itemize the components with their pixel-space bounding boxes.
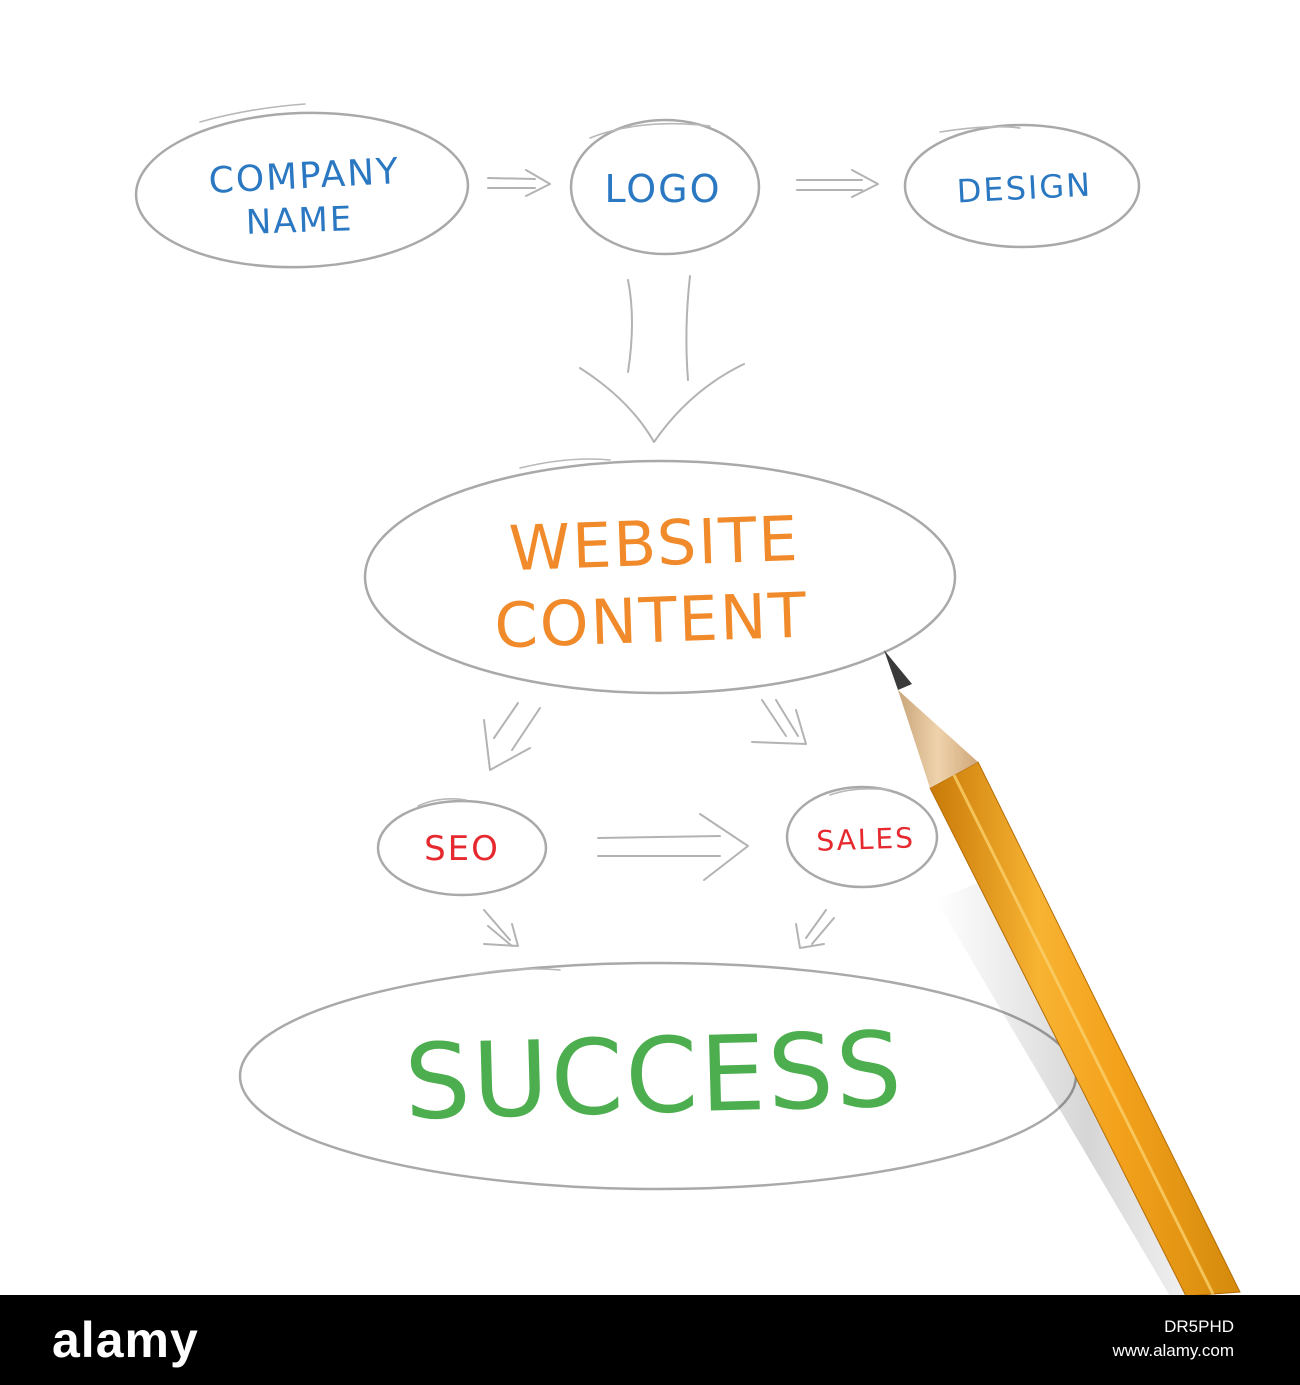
- arrow-website-to-sales: [751, 699, 807, 745]
- website-content-line2: CONTENT: [493, 579, 809, 663]
- arrow-seo-to-sales: [597, 813, 749, 881]
- sales-label: SALES: [816, 821, 916, 857]
- company-name-ellipse: [134, 111, 470, 269]
- arrow-sales-to-success: [795, 909, 835, 949]
- node-sales: SALES: [785, 785, 939, 889]
- node-design: DESIGN: [903, 123, 1141, 249]
- design-label: DESIGN: [956, 165, 1093, 210]
- node-company-name: COMPANY NAME: [134, 103, 470, 269]
- arrow-company-to-logo: [487, 169, 551, 197]
- website-content-line1: WEBSITE: [508, 502, 801, 585]
- design-sketch-stroke: [939, 125, 1021, 133]
- footer-brand-logo: alamy: [52, 1312, 199, 1368]
- pencil-wood-tip: [898, 690, 978, 788]
- pencil-icon: [884, 650, 1241, 1295]
- company-name-sketch-stroke: [199, 103, 306, 123]
- watermark-footer-bar: alamy DR5PHD www.alamy.com: [0, 1295, 1300, 1385]
- logo-label: LOGO: [604, 167, 721, 211]
- arrow-website-to-seo: [483, 702, 541, 771]
- flowchart-diagram: COMPANY NAME LOGO DESIGN WEBSITE CONTENT…: [134, 103, 1241, 1295]
- website-content-sketch-stroke: [519, 458, 611, 469]
- node-success: SUCCESS: [238, 961, 1078, 1191]
- arrow-seo-to-success: [483, 909, 519, 947]
- seo-label: SEO: [424, 829, 500, 869]
- company-name-line1: COMPANY: [208, 151, 401, 202]
- seo-ellipse: [376, 799, 548, 897]
- logo-sketch-stroke: [589, 122, 711, 139]
- node-website-content: WEBSITE CONTENT: [363, 458, 957, 695]
- sales-sketch-stroke: [829, 788, 891, 796]
- footer-image-id: DR5PHD: [1164, 1317, 1234, 1336]
- node-logo: LOGO: [569, 118, 761, 256]
- success-sketch-stroke: [469, 967, 561, 976]
- logo-ellipse: [569, 118, 761, 256]
- sales-ellipse: [785, 785, 939, 889]
- company-name-line2: NAME: [245, 199, 354, 243]
- pencil-lead: [884, 650, 912, 690]
- pencil-body: [929, 761, 1241, 1295]
- design-ellipse: [903, 123, 1141, 249]
- footer-url: www.alamy.com: [1112, 1341, 1234, 1360]
- success-label: SUCCESS: [403, 1009, 905, 1144]
- seo-sketch-stroke: [417, 798, 467, 807]
- arrow-logo-to-website-content: [579, 275, 745, 443]
- footer-image-info: DR5PHD www.alamy.com: [1112, 1315, 1234, 1363]
- node-seo: SEO: [376, 798, 548, 897]
- arrow-logo-to-design: [796, 169, 879, 198]
- website-content-ellipse: [363, 459, 957, 695]
